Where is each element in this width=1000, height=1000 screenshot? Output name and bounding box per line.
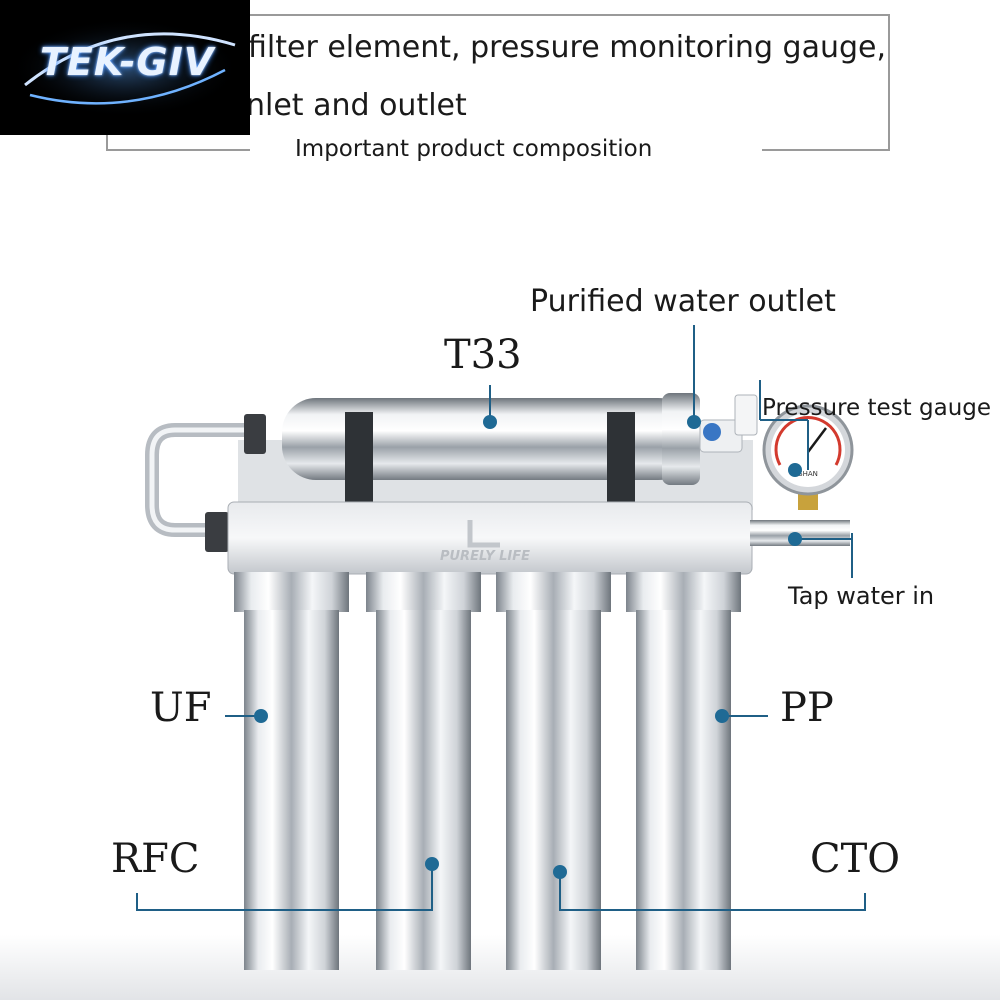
header-line-1: filter element, pressure monitoring gaug… bbox=[248, 30, 886, 65]
logo-swoosh-icon bbox=[10, 18, 240, 118]
gauge-text: SHAN bbox=[798, 470, 818, 478]
header-subtitle: Important product composition bbox=[295, 136, 653, 162]
header-frame-right bbox=[888, 14, 890, 151]
t33-tube bbox=[282, 398, 692, 480]
header-frame-top bbox=[248, 14, 890, 16]
t33-clip-left bbox=[345, 412, 373, 504]
label-rfc: RFC bbox=[111, 836, 200, 882]
label-uf: UF bbox=[150, 685, 212, 731]
t33-clip-right bbox=[607, 412, 635, 504]
label-cto: CTO bbox=[810, 836, 901, 882]
brand-text: PURELY LIFE bbox=[440, 549, 530, 564]
label-tap-water-in: Tap water in bbox=[788, 582, 935, 610]
logo-text: TEK-GIV bbox=[40, 40, 215, 84]
floor-surface bbox=[0, 935, 1000, 1000]
header-frame-bottom-left bbox=[106, 149, 250, 151]
gauge-needle bbox=[807, 427, 827, 453]
label-pressure-test-gauge: Pressure test gauge bbox=[762, 395, 992, 421]
brand-logo: TEK-GIV bbox=[0, 0, 250, 135]
callout-lines bbox=[136, 325, 866, 911]
header-frame-left bbox=[106, 132, 108, 151]
label-pp: PP bbox=[780, 685, 834, 731]
header-line-2: nlet and outlet bbox=[246, 88, 467, 123]
bypass-nut-bottom bbox=[205, 512, 229, 552]
outlet-label-icon bbox=[703, 423, 721, 441]
header-frame-bottom-right bbox=[762, 149, 890, 151]
brand-logo-icon bbox=[467, 520, 500, 548]
bypass-nut-top bbox=[244, 414, 266, 454]
callout-dots bbox=[254, 415, 802, 879]
label-purified-water-outlet: Purified water outlet bbox=[530, 284, 836, 319]
label-t33: T33 bbox=[444, 332, 522, 378]
